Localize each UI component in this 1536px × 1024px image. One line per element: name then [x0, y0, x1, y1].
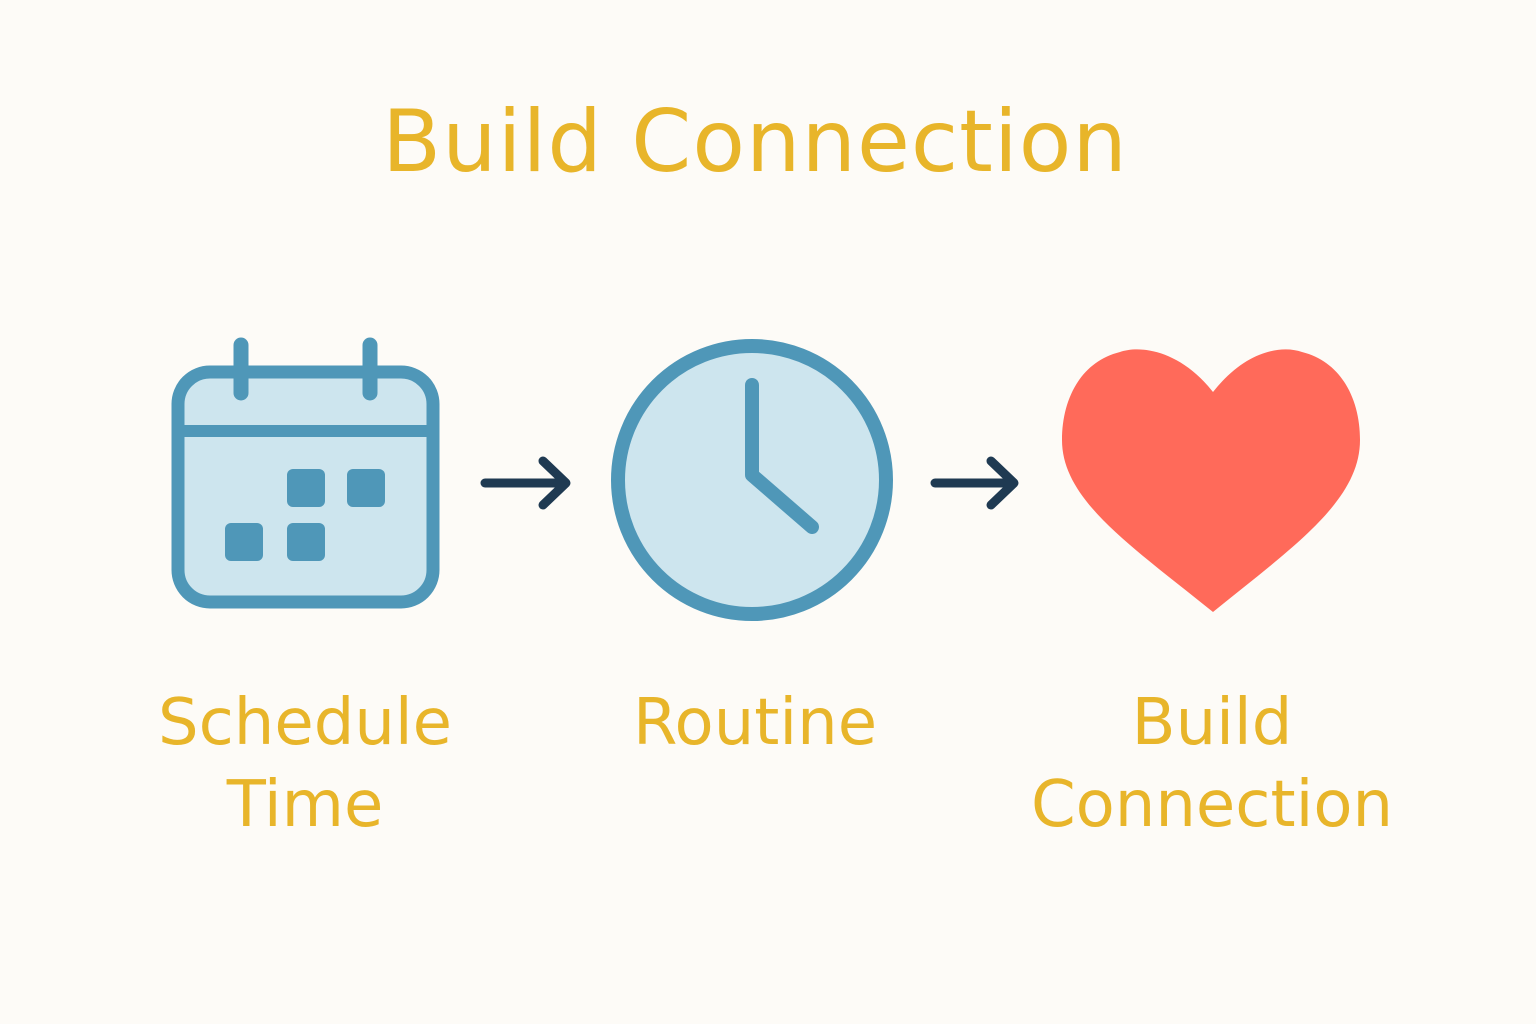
step-label-schedule-time: Schedule Time	[95, 682, 515, 846]
calendar-icon	[171, 337, 440, 609]
step-label-routine: Routine	[545, 682, 965, 764]
step-label-build-connection: Build Connection	[1002, 682, 1422, 846]
clock-icon	[611, 339, 893, 621]
diagram-title: Build Connection	[382, 92, 1128, 192]
label-line: Routine	[632, 686, 878, 760]
label-line: Build	[1131, 686, 1293, 760]
label-line: Time	[226, 768, 384, 842]
heart-icon	[1062, 349, 1360, 612]
label-line: Schedule	[157, 686, 453, 760]
label-line: Connection	[1030, 768, 1394, 842]
arrow-icon	[480, 456, 571, 510]
arrow-icon	[930, 456, 1019, 510]
